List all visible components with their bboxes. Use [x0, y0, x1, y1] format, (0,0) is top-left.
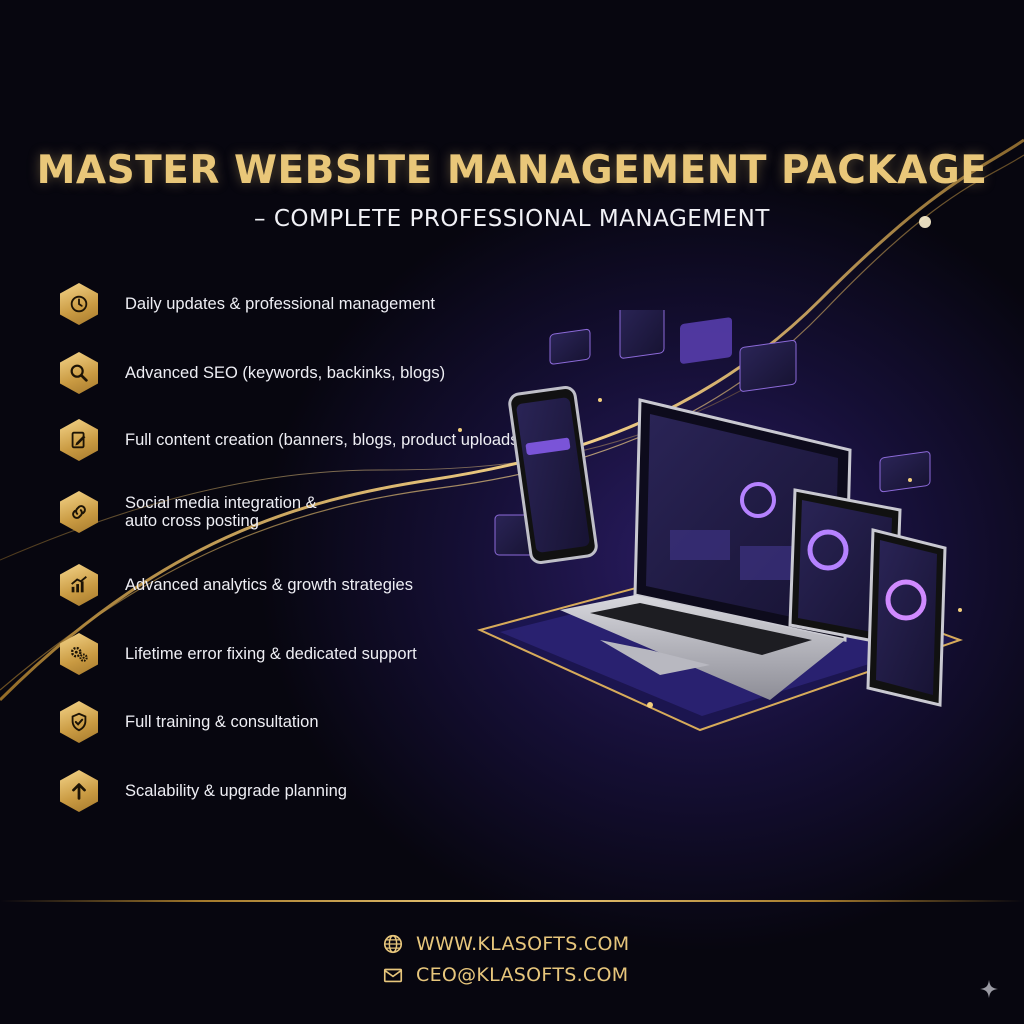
edit-document-icon — [60, 419, 98, 461]
feature-label: Full content creation (banners, blogs, p… — [125, 431, 524, 449]
email-contact[interactable]: CEO@KLASOFTS.COM — [382, 962, 628, 988]
feature-label: Social media integration & auto cross po… — [125, 494, 317, 530]
feature-item-seo: Advanced SEO (keywords, backinks, blogs) — [60, 351, 445, 395]
website-link[interactable]: WWW.KLASOFTS.COM — [416, 933, 630, 955]
sparkle-icon — [979, 979, 999, 999]
page-subtitle: – COMPLETE PROFESSIONAL MANAGEMENT — [254, 206, 770, 232]
link-icon — [60, 491, 98, 533]
feature-label: Scalability & upgrade planning — [125, 782, 347, 800]
clock-icon — [60, 283, 98, 325]
shield-check-icon — [60, 701, 98, 743]
footer-divider — [0, 900, 1024, 902]
feature-item-training: Full training & consultation — [60, 700, 319, 744]
feature-label: Lifetime error fixing & dedicated suppor… — [125, 645, 417, 663]
feature-item-content-creation: Full content creation (banners, blogs, p… — [60, 418, 524, 462]
email-link[interactable]: CEO@KLASOFTS.COM — [416, 964, 629, 986]
feature-label: Advanced SEO (keywords, backinks, blogs) — [125, 364, 446, 382]
feature-item-analytics: Advanced analytics & growth strategies — [60, 563, 413, 607]
page-title: MASTER WEBSITE MANAGEMENT PACKAGE — [36, 148, 988, 193]
feature-item-error-fixing: Lifetime error fixing & dedicated suppor… — [60, 632, 417, 676]
feature-item-scalability: Scalability & upgrade planning — [60, 769, 347, 813]
envelope-icon — [383, 968, 403, 983]
feature-label: Advanced analytics & growth strategies — [125, 576, 413, 594]
feature-label: Full training & consultation — [125, 713, 319, 731]
feature-label: Daily updates & professional management — [125, 295, 436, 313]
gears-icon — [60, 633, 98, 675]
magnifier-icon — [60, 352, 98, 394]
growth-chart-icon — [60, 564, 98, 606]
website-contact[interactable]: WWW.KLASOFTS.COM — [382, 931, 629, 957]
devices-illustration — [458, 310, 963, 732]
arrow-up-icon — [60, 770, 98, 812]
feature-item-social-media: Social media integration & auto cross po… — [60, 490, 317, 534]
feature-item-daily-updates: Daily updates & professional management — [60, 282, 435, 326]
globe-icon — [383, 934, 403, 954]
